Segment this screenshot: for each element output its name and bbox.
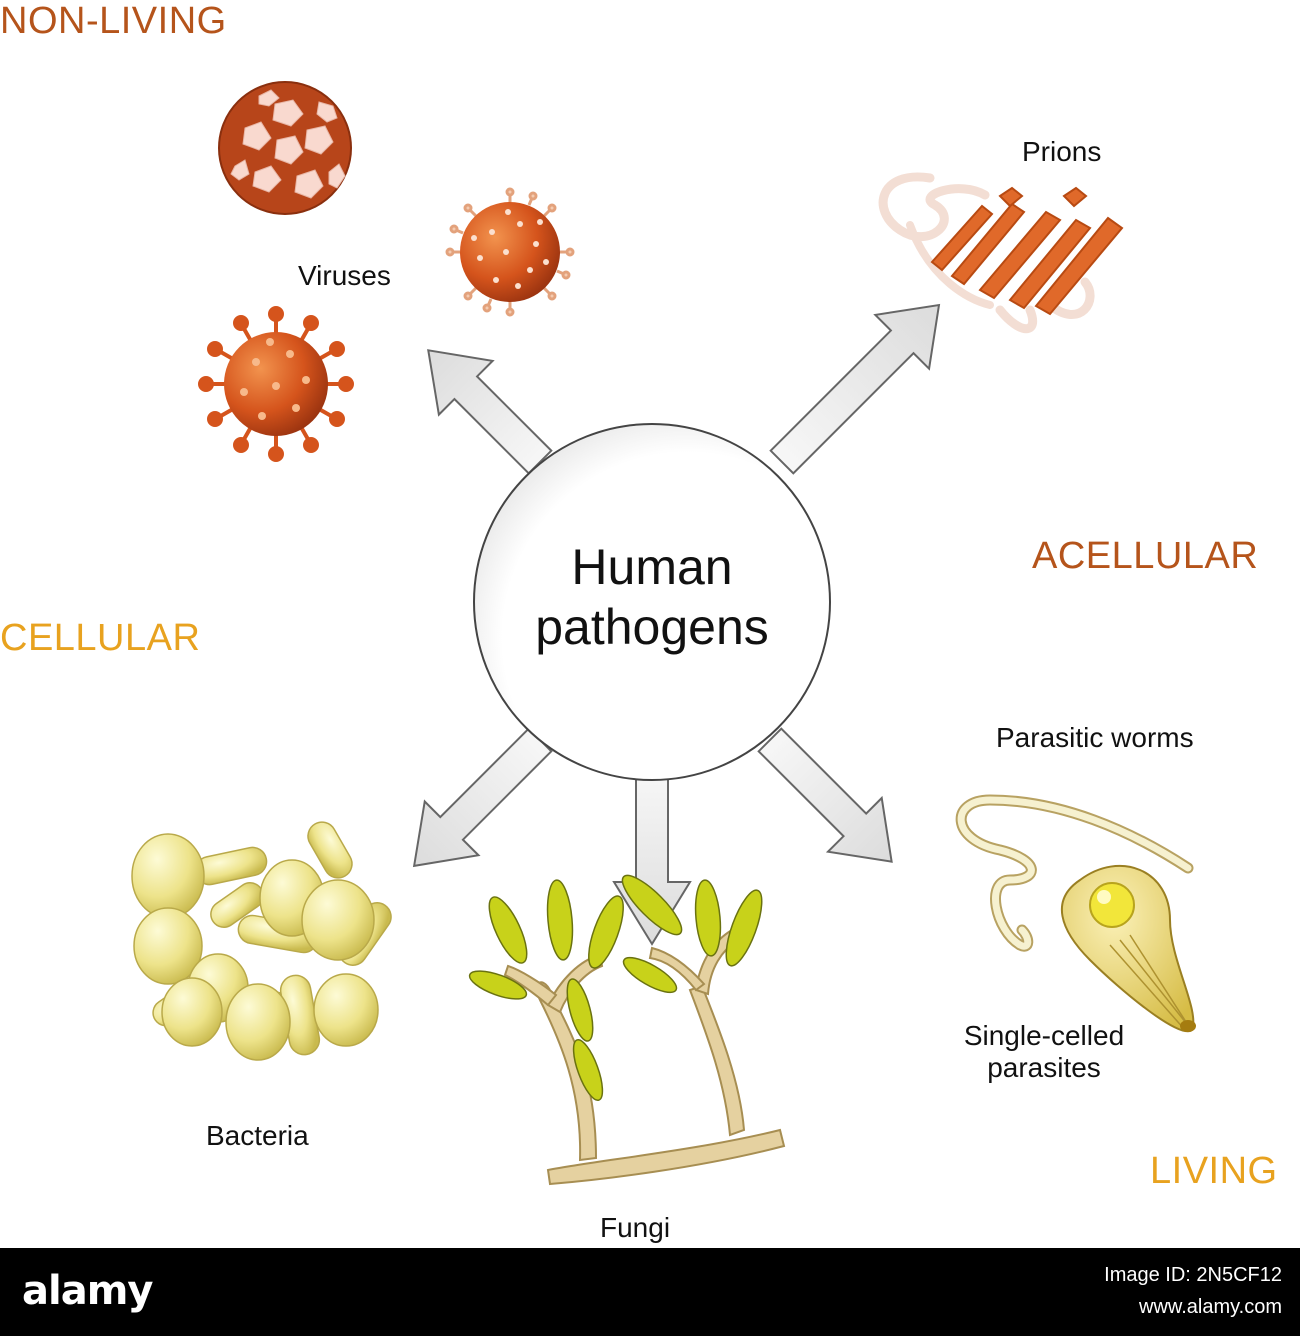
parasitic-worm-icon (955, 794, 1194, 952)
category-non-living: NON-LIVING (0, 0, 227, 42)
label-single-celled-parasites: Single-celled parasites (954, 1020, 1134, 1084)
center-title-line2: pathogens (535, 599, 769, 655)
arrow-to-living (757, 727, 893, 863)
label-bacteria: Bacteria (206, 1120, 309, 1151)
virus-icosahedral-icon (218, 81, 352, 215)
label-parasitic-worms: Parasitic worms (996, 722, 1194, 753)
virus-spiked-icon (198, 306, 354, 462)
footer-image-id: Image ID: 2N5CF12 (1104, 1264, 1282, 1286)
stock-footer: alamy Image ID: 2N5CF12 www.alamy.com (0, 1248, 1300, 1336)
virus-small-icon (445, 187, 575, 317)
label-viruses: Viruses (298, 260, 391, 291)
category-cellular: CELLULAR (0, 617, 201, 659)
category-acellular: ACELLULAR (1032, 535, 1259, 577)
arrow-to-bacteria (412, 727, 553, 868)
label-single-celled-line1: Single-celled (963, 1020, 1125, 1051)
arrow-to-prions (769, 303, 941, 475)
footer-brand-logo: alamy (22, 1268, 153, 1314)
arrows (412, 303, 941, 946)
category-living: LIVING (1150, 1150, 1278, 1192)
prion-protein-icon (878, 172, 1124, 334)
label-fungi: Fungi (600, 1212, 671, 1243)
center-title: Human pathogens (472, 537, 832, 657)
footer-url: www.alamy.com (1139, 1296, 1282, 1318)
bacteria-cluster-icon (131, 821, 392, 1061)
center-title-line1: Human (571, 539, 733, 595)
arrow-to-viruses (427, 349, 553, 475)
single-celled-parasite-icon (1061, 864, 1196, 1033)
center-circle (473, 423, 831, 781)
label-single-celled-line2: parasites (987, 1052, 1101, 1084)
diagram-canvas: NON-LIVING ACELLULAR CELLULAR LIVING Hum… (0, 0, 1278, 1243)
label-prions: Prions (1022, 136, 1102, 167)
diagram-artwork (131, 81, 1196, 1186)
fungi-icon (468, 874, 786, 1186)
